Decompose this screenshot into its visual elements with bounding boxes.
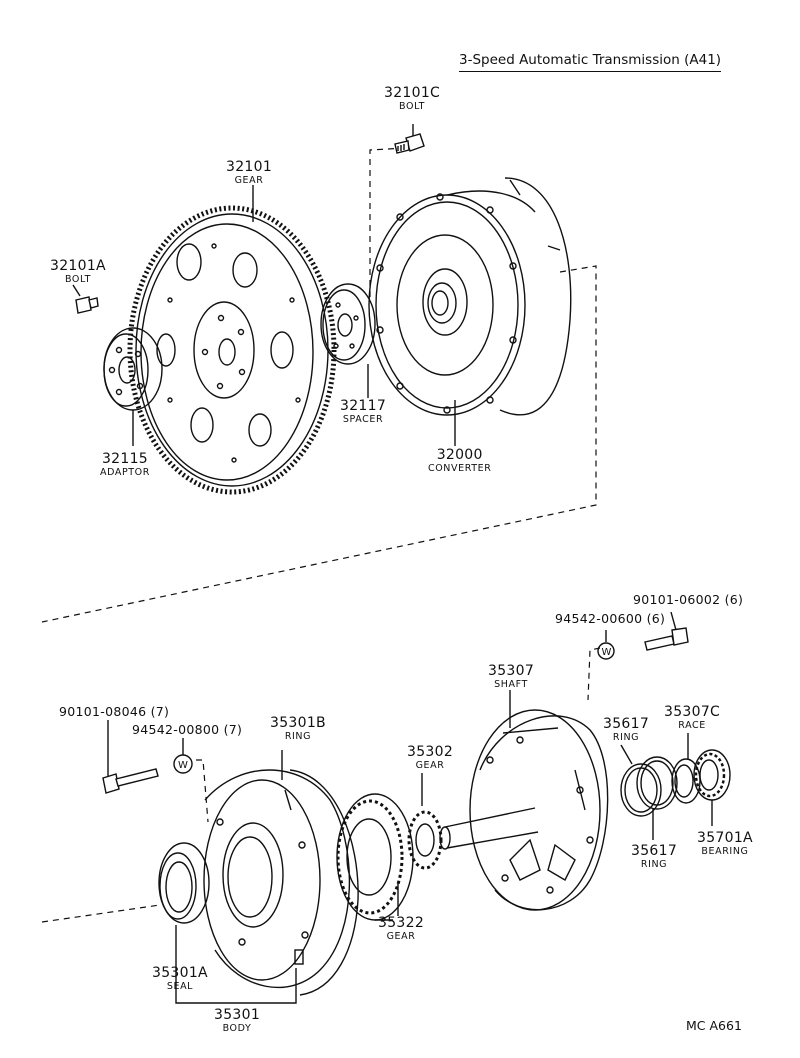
pump-gears-drawing xyxy=(336,773,443,921)
part-number: 90101-06002 (6) xyxy=(633,592,744,607)
part-number: 35617 xyxy=(631,843,678,859)
pump-body-35301-drawing xyxy=(175,750,359,1004)
part-number: 35322 xyxy=(378,915,425,931)
seal-rings-35617-drawing xyxy=(620,744,678,840)
seal-35301a-drawing xyxy=(158,842,210,924)
part-number: 35301 xyxy=(214,1007,261,1023)
bolt-32101a-drawing xyxy=(72,284,99,314)
part-name: BEARING xyxy=(701,846,749,857)
label-35302: 35302 GEAR xyxy=(407,745,453,771)
diagram-title-text: 3-Speed Automatic Transmission (A41) xyxy=(459,52,722,68)
part-number: 32117 xyxy=(340,398,387,414)
part-number: 35701A xyxy=(697,830,753,846)
bolt-32101c-drawing xyxy=(394,124,425,154)
part-name: SEAL xyxy=(166,981,194,992)
part-name: GEAR xyxy=(234,175,264,186)
label-90101-06002: 90101-06002 (6) xyxy=(633,592,744,607)
part-number: 35302 xyxy=(407,744,454,760)
label-32115: 32115 ADAPTOR xyxy=(100,452,150,478)
part-number: 94542-00600 (6) xyxy=(555,611,666,626)
bolt-90101-06002-drawing xyxy=(644,611,689,651)
spacer-32117-drawing xyxy=(320,283,376,398)
label-35307: 35307 SHAFT xyxy=(488,664,534,690)
stator-shaft-35307-drawing xyxy=(439,690,609,911)
diagram-title: 3-Speed Automatic Transmission (A41) xyxy=(459,52,722,72)
part-name: BOLT xyxy=(64,274,91,285)
label-32101a: 32101A BOLT xyxy=(50,259,106,285)
part-name: SPACER xyxy=(342,414,384,425)
label-32101c: 32101C BOLT xyxy=(384,86,440,112)
adaptor-32115-drawing xyxy=(103,327,163,446)
part-number: 35301A xyxy=(152,965,208,981)
part-number: 35617 xyxy=(603,716,650,732)
converter-32000-drawing xyxy=(368,177,572,446)
label-35307c: 35307C RACE xyxy=(664,705,720,731)
ring-gear-32101-drawing xyxy=(127,185,337,495)
part-name: GEAR xyxy=(415,760,445,771)
label-94542-00800: 94542-00800 (7) xyxy=(132,722,243,737)
label-32101: 32101 GEAR xyxy=(226,160,272,186)
part-name: GEAR xyxy=(386,931,416,942)
label-35617-bottom: 35617 RING xyxy=(631,844,677,870)
part-number: 32101C xyxy=(384,85,441,101)
label-35301a: 35301A SEAL xyxy=(152,966,208,992)
label-35301b: 35301B RING xyxy=(270,716,326,742)
svg-text:W: W xyxy=(602,647,612,658)
part-name: BODY xyxy=(222,1023,252,1034)
label-35617-top: 35617 RING xyxy=(603,717,649,743)
part-name: RING xyxy=(612,732,640,743)
part-number: 35301B xyxy=(270,715,326,731)
part-name: RING xyxy=(284,731,312,742)
label-94542-00600: 94542-00600 (6) xyxy=(555,611,666,626)
part-number: 35307C xyxy=(664,704,721,720)
bolt-90101-08046-drawing xyxy=(102,720,159,794)
dashed-guides xyxy=(41,147,601,923)
part-name: ADAPTOR xyxy=(100,467,150,478)
label-90101-08046: 90101-08046 (7) xyxy=(59,704,170,719)
svg-text:W: W xyxy=(178,760,188,771)
label-35701a: 35701A BEARING xyxy=(697,831,753,857)
part-number: 94542-00800 (7) xyxy=(132,722,243,737)
label-32000: 32000 CONVERTER xyxy=(428,448,491,474)
washer-94542-00600-drawing: W xyxy=(597,630,615,660)
part-number: 32101 xyxy=(226,159,273,175)
bearing-35701a-drawing xyxy=(693,749,731,826)
part-number: 32115 xyxy=(101,451,148,467)
label-35322: 35322 GEAR xyxy=(378,916,424,942)
part-number: 35307 xyxy=(488,663,535,679)
part-number: 32000 xyxy=(436,447,483,463)
diagram-reference-code: MC A661 xyxy=(686,1018,742,1033)
part-number: 32101A xyxy=(50,258,106,274)
washer-94542-00800-drawing: W xyxy=(173,738,193,774)
label-32117: 32117 SPACER xyxy=(340,399,386,425)
part-name: RING xyxy=(640,859,668,870)
part-name: BOLT xyxy=(399,101,426,112)
part-name: CONVERTER xyxy=(428,463,492,474)
label-35301: 35301 BODY xyxy=(214,1008,260,1034)
part-name: SHAFT xyxy=(494,679,528,690)
part-name: RACE xyxy=(678,720,706,731)
part-number: 90101-08046 (7) xyxy=(59,704,170,719)
